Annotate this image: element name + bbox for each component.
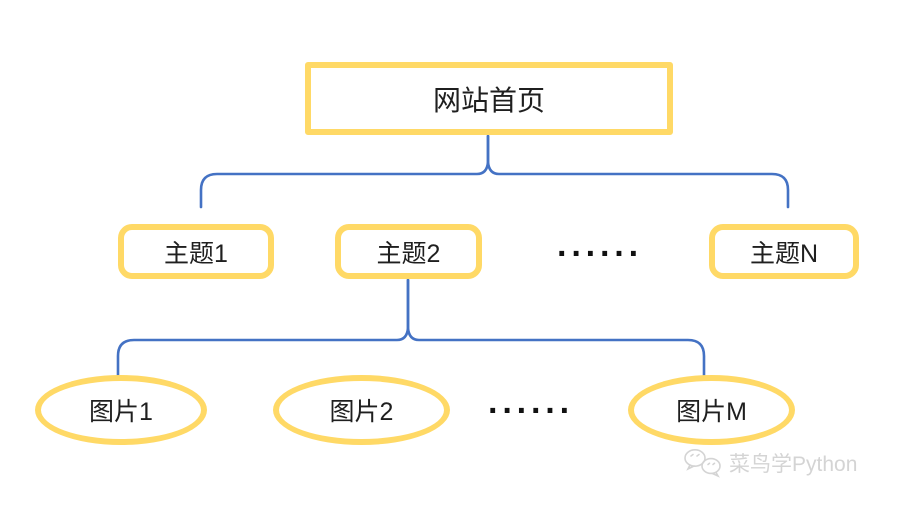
brace-bottom-left-half <box>116 278 410 379</box>
brace-top-right-half <box>486 134 790 209</box>
node-topic-1: 主题1 <box>118 224 274 279</box>
ellipsis-topics: ······ <box>557 235 643 273</box>
node-topic-n: 主题N <box>709 224 859 279</box>
brace-top-left-half <box>199 134 490 209</box>
wechat-icon <box>684 449 721 478</box>
watermark: 菜鸟学Python <box>683 448 857 478</box>
node-image-m: 图片M <box>628 375 795 445</box>
ellipsis-images: ······ <box>488 392 574 430</box>
node-topic-1-label: 主题1 <box>164 239 228 268</box>
node-topic-2-label: 主题2 <box>376 239 441 268</box>
node-image-1: 图片1 <box>35 375 207 445</box>
brace-bottom-right-half <box>406 278 706 379</box>
node-image-m-label: 图片M <box>676 398 747 426</box>
node-image-1-label: 图片1 <box>89 398 153 426</box>
node-website-home: 网站首页 <box>305 62 673 135</box>
node-image-2: 图片2 <box>273 375 450 445</box>
node-topic-2: 主题2 <box>335 224 482 279</box>
node-topic-n-label: 主题N <box>749 239 819 268</box>
node-image-2-label: 图片2 <box>329 398 394 426</box>
watermark-label: 菜鸟学Python <box>729 453 858 476</box>
node-website-home-label: 网站首页 <box>432 84 545 116</box>
